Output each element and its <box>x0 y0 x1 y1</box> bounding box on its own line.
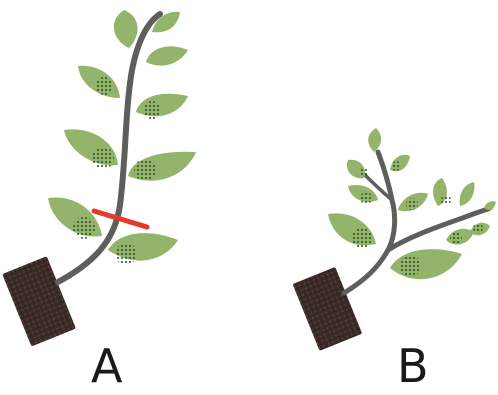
plant-a <box>2 10 196 346</box>
leaf <box>460 182 475 206</box>
pot-b <box>293 267 363 351</box>
panel-label-b: B <box>397 343 429 389</box>
leaf <box>146 46 188 65</box>
leaf <box>114 10 138 48</box>
leaf <box>484 201 496 210</box>
plant-b <box>293 128 496 351</box>
leaves-a <box>48 10 196 261</box>
panel-label-a: A <box>91 343 122 389</box>
leaf <box>368 128 381 152</box>
pot-a <box>2 256 76 346</box>
